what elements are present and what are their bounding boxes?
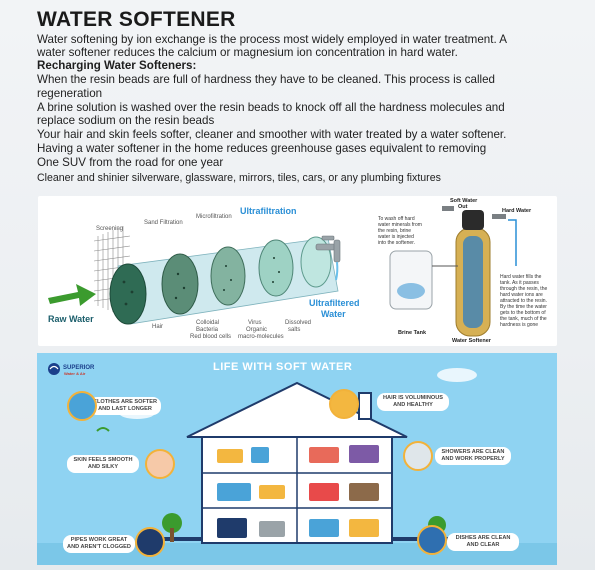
ultrafiltration-label: Ultrafiltration bbox=[240, 206, 297, 216]
superior-logo: SUPERIOR Water & Air bbox=[48, 363, 95, 376]
paragraph-line: Your hair and skin feels softer, cleaner… bbox=[37, 128, 507, 141]
hard-water-label: Hard Water bbox=[502, 208, 532, 214]
ultrafiltered-water-label: Water bbox=[321, 309, 346, 319]
paragraph-line: regeneration bbox=[37, 87, 103, 100]
wash-off-note: To wash off hard water minerals from the… bbox=[378, 216, 422, 246]
paragraph-line: Having a water softener in the home redu… bbox=[37, 142, 487, 155]
chimney bbox=[358, 392, 372, 420]
soft-water-out-label: Soft Water bbox=[450, 198, 478, 204]
organic-label: Organic bbox=[246, 327, 268, 333]
ultrafiltered-water-label: Ultrafiltered bbox=[309, 298, 360, 308]
soft-water-infographic: SUPERIOR Water & Air LIFE WITH SOFT WATE… bbox=[37, 353, 557, 565]
callout-dishes: DISHES ARE CLEAN AND CLEAR bbox=[447, 533, 519, 551]
dishes-icon bbox=[417, 525, 447, 555]
callout-skin: SKIN FEELS SMOOTH AND SILKY bbox=[67, 455, 139, 473]
softener-valve bbox=[462, 210, 484, 230]
paragraph-line: When the resin beads are full of hardnes… bbox=[37, 73, 496, 86]
svg-text:SUPERIOR: SUPERIOR bbox=[63, 365, 95, 371]
colloidal-label: Colloidal bbox=[196, 320, 220, 326]
virus-label: Virus bbox=[248, 320, 262, 326]
water-stream bbox=[335, 261, 339, 281]
macro-molecules-label: macro-molecules bbox=[238, 334, 284, 340]
screening-label: Screening bbox=[96, 226, 124, 232]
skin-icon bbox=[145, 449, 175, 479]
page-title: WATER SOFTENER bbox=[37, 8, 236, 31]
soft-water-out-label: Out bbox=[458, 204, 468, 210]
paragraph-line: Cleaner and shinier silverware, glasswar… bbox=[37, 172, 441, 184]
filtration-illustration bbox=[48, 206, 517, 337]
paragraph-line: A brine solution is washed over the resi… bbox=[37, 101, 505, 114]
bird-icon bbox=[96, 427, 110, 432]
sand-filtration-label: Sand Filtration bbox=[144, 220, 183, 226]
clothes-icon bbox=[67, 391, 97, 421]
microfiltration-label: Microfiltration bbox=[196, 214, 232, 220]
pipe-icon bbox=[135, 527, 165, 557]
bacteria-label: Bacteria bbox=[196, 327, 219, 333]
callout-clothes: CLOTHES ARE SOFTER AND LAST LONGER bbox=[89, 397, 161, 415]
shower-icon bbox=[403, 441, 433, 471]
salts-label: salts bbox=[288, 327, 301, 333]
resin-note: Hard water fills the tank. As it passes … bbox=[500, 274, 548, 328]
section-heading: Recharging Water Softeners: bbox=[37, 59, 197, 72]
raw-water-arrow bbox=[48, 284, 96, 306]
red-blood-cells-label: Red blood cells bbox=[190, 334, 232, 340]
paragraph-line: Water softening by ion exchange is the p… bbox=[37, 33, 507, 46]
hair-label: Hair bbox=[152, 324, 164, 330]
filter-disc bbox=[109, 263, 147, 325]
paragraph-line: One SUV from the road for one year bbox=[37, 156, 224, 169]
svg-text:Water & Air: Water & Air bbox=[64, 371, 86, 376]
hair-icon bbox=[329, 389, 359, 419]
brine-tank bbox=[389, 250, 433, 310]
paragraph-line: water softener reduces the calcium or ma… bbox=[37, 46, 458, 59]
callout-showers: SHOWERS ARE CLEAN AND WORK PROPERLY bbox=[435, 447, 511, 465]
callout-hair: HAIR IS VOLUMINOUS AND HEALTHY bbox=[377, 393, 449, 411]
raw-water-label: Raw Water bbox=[48, 314, 94, 324]
infographic-title: LIFE WITH SOFT WATER bbox=[213, 361, 353, 373]
filter-disc bbox=[210, 246, 246, 306]
filter-disc bbox=[258, 239, 294, 297]
paragraph-line: replace sodium on the resin beads bbox=[37, 114, 215, 127]
dissolved-label: Dissolved bbox=[285, 320, 312, 326]
callout-pipes: PIPES WORK GREAT AND AREN'T CLOGGED bbox=[63, 535, 135, 553]
filter-disc bbox=[161, 253, 199, 315]
brine-tank-label: Brine Tank bbox=[398, 330, 427, 336]
filtration-diagram: Screening Sand Filtration Microfiltratio… bbox=[38, 196, 557, 346]
water-softener-label: Water Softener bbox=[452, 338, 491, 344]
house-roof bbox=[186, 381, 408, 438]
